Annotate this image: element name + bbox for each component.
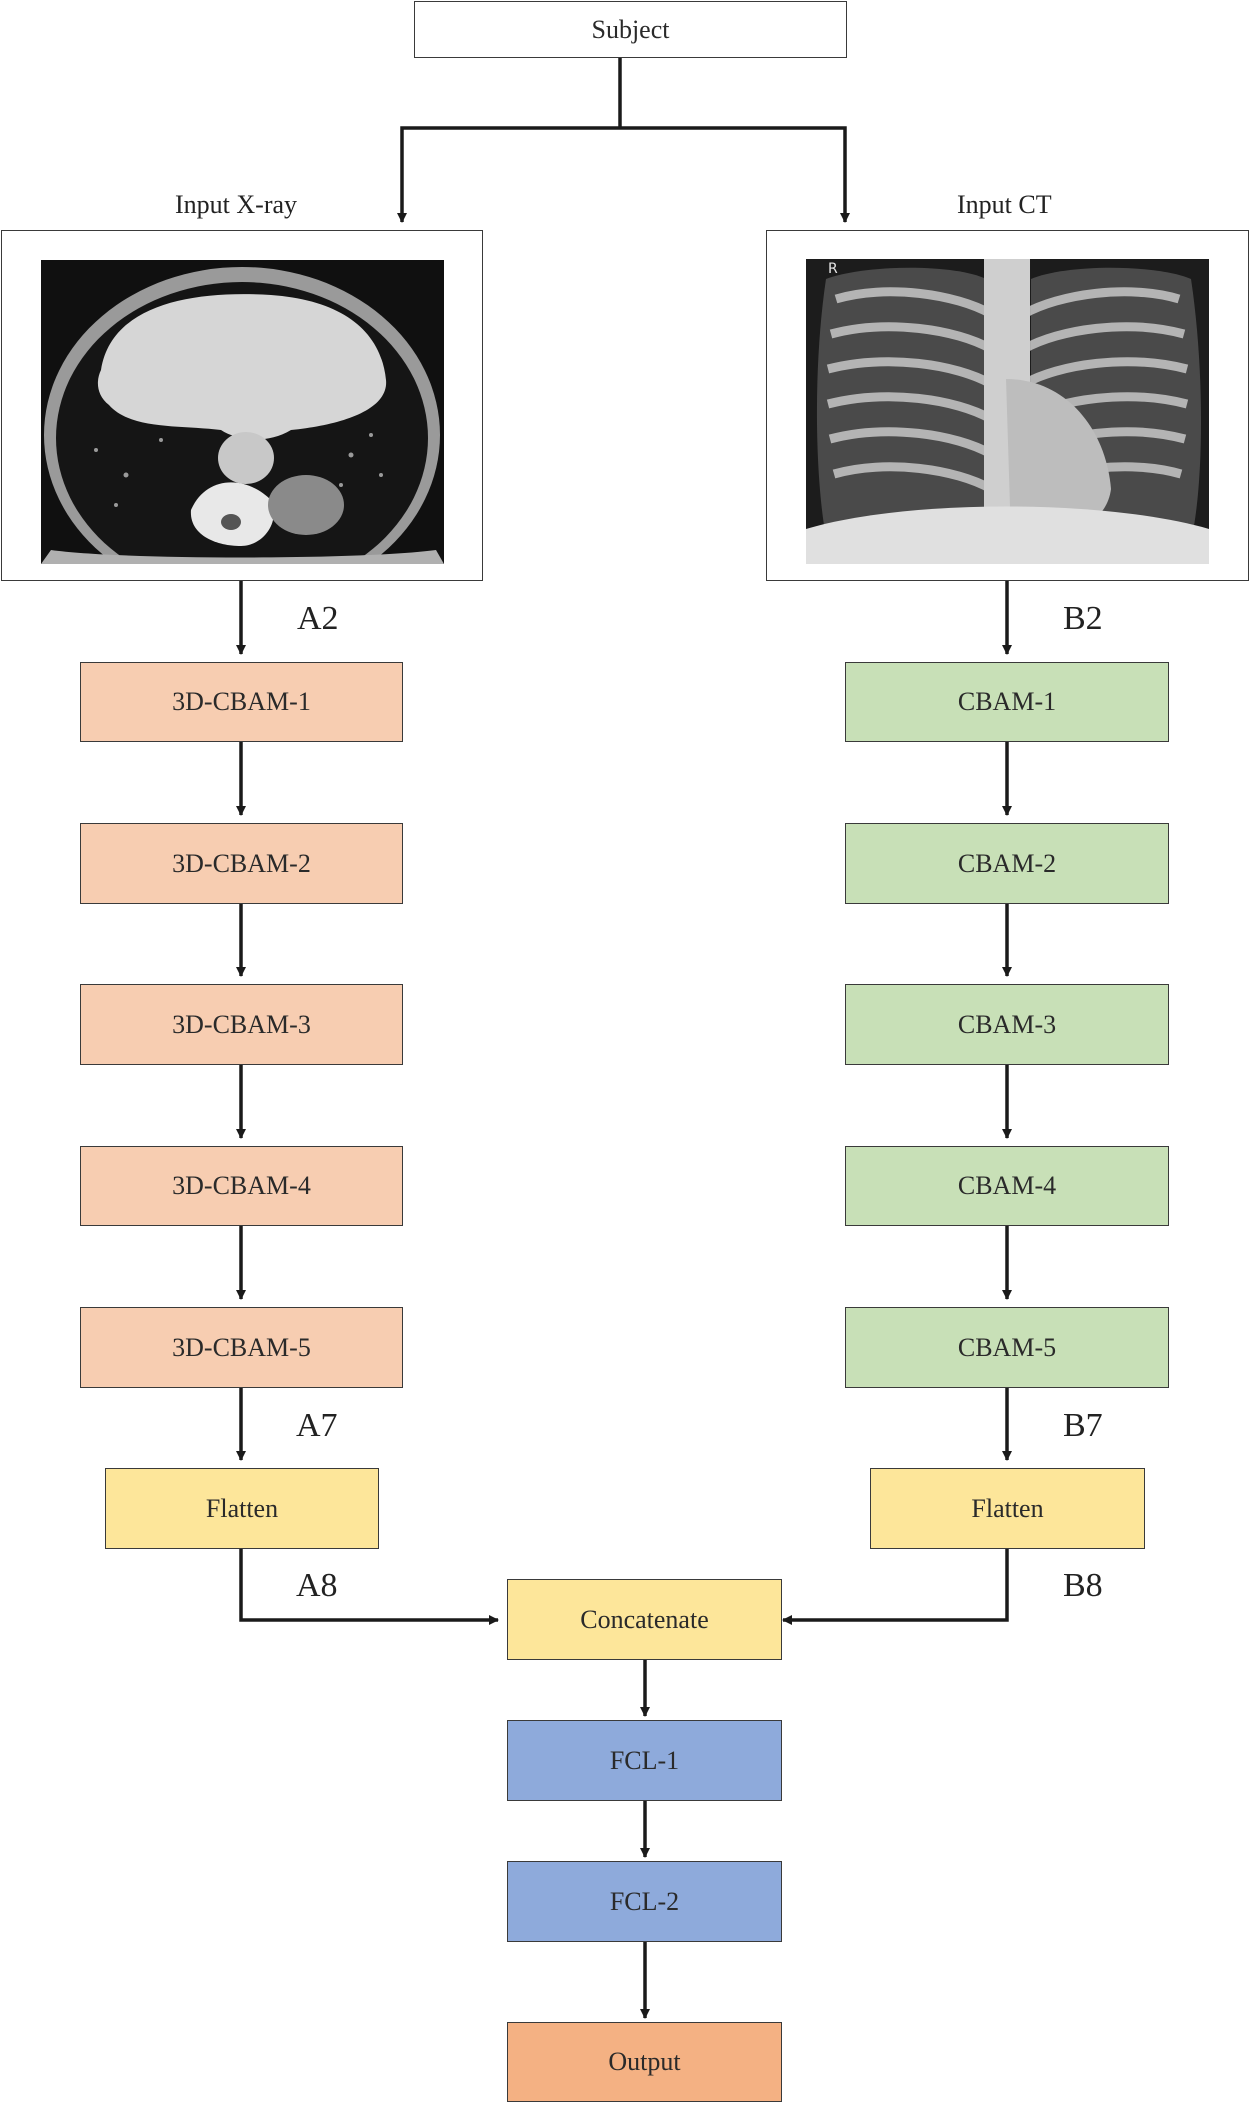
subject-left-arrow xyxy=(397,126,620,223)
right-cbam-block-label: CBAM-2 xyxy=(957,848,1057,878)
ct-scan-image xyxy=(41,260,444,564)
marker-a7: A7 xyxy=(296,1407,338,1444)
right-cbam-block-label: CBAM-5 xyxy=(957,1332,1057,1362)
right-cbam-block-label: CBAM-1 xyxy=(957,687,1057,716)
left-cbam-block-3: 3D-CBAM-3 xyxy=(80,984,403,1065)
right-cbam-block-1: CBAM-1 xyxy=(845,662,1169,742)
left-flatten-label: Flatten xyxy=(205,1493,279,1523)
marker-b7: B7 xyxy=(1063,1407,1103,1444)
marker-a2: A2 xyxy=(297,600,339,637)
right-cbam-block-5: CBAM-5 xyxy=(845,1307,1169,1388)
marker-b2: B2 xyxy=(1063,600,1103,637)
fcl-2-box: FCL-2 xyxy=(507,1861,782,1942)
output-box: Output xyxy=(507,2022,782,2102)
left-cbam-block-label: 3D-CBAM-2 xyxy=(172,848,311,878)
subject-box: Subject xyxy=(414,1,847,58)
arrow-left-flatten-to-concat xyxy=(239,1549,499,1625)
arrow-right-flatten-to-concat xyxy=(782,1549,1009,1625)
marker-a8: A8 xyxy=(296,1567,338,1604)
right-cbam-block-2: CBAM-2 xyxy=(845,823,1169,904)
output-label: Output xyxy=(608,2047,681,2076)
left-cbam-block-4: 3D-CBAM-4 xyxy=(80,1146,403,1226)
right-cbam-block-label: CBAM-3 xyxy=(957,1009,1057,1039)
subject-label: Subject xyxy=(591,14,670,44)
right-cbam-block-3: CBAM-3 xyxy=(845,984,1169,1065)
left-cbam-block-label: 3D-CBAM-5 xyxy=(172,1332,311,1362)
left-cbam-block-5: 3D-CBAM-5 xyxy=(80,1307,403,1388)
ct-scan-drawing xyxy=(41,260,444,564)
left-cbam-block-label: 3D-CBAM-4 xyxy=(172,1171,311,1200)
subject-right-arrow xyxy=(620,126,850,223)
concatenate-label: Concatenate xyxy=(580,1604,709,1634)
chest-xray-image: R xyxy=(806,259,1209,564)
left-flatten-box: Flatten xyxy=(105,1468,379,1549)
left-cbam-block-label: 3D-CBAM-3 xyxy=(172,1009,311,1039)
right-cbam-block-label: CBAM-4 xyxy=(957,1171,1057,1200)
left-cbam-block-1: 3D-CBAM-1 xyxy=(80,662,403,742)
left-cbam-block-2: 3D-CBAM-2 xyxy=(80,823,403,904)
left-input-label: Input X-ray xyxy=(175,190,298,219)
marker-b8: B8 xyxy=(1063,1567,1103,1604)
right-input-label: Input CT xyxy=(957,190,1052,219)
concatenate-box: Concatenate xyxy=(507,1579,782,1660)
left-cbam-block-label: 3D-CBAM-1 xyxy=(172,687,311,716)
xray-side-marker: R xyxy=(828,261,838,277)
right-flatten-label: Flatten xyxy=(971,1493,1044,1523)
fcl-2-label: FCL-2 xyxy=(609,1886,680,1916)
fcl-1-label: FCL-1 xyxy=(609,1745,680,1775)
right-cbam-block-4: CBAM-4 xyxy=(845,1146,1169,1226)
chest-xray-drawing: R xyxy=(806,259,1209,564)
fcl-1-box: FCL-1 xyxy=(507,1720,782,1801)
right-flatten-box: Flatten xyxy=(870,1468,1145,1549)
